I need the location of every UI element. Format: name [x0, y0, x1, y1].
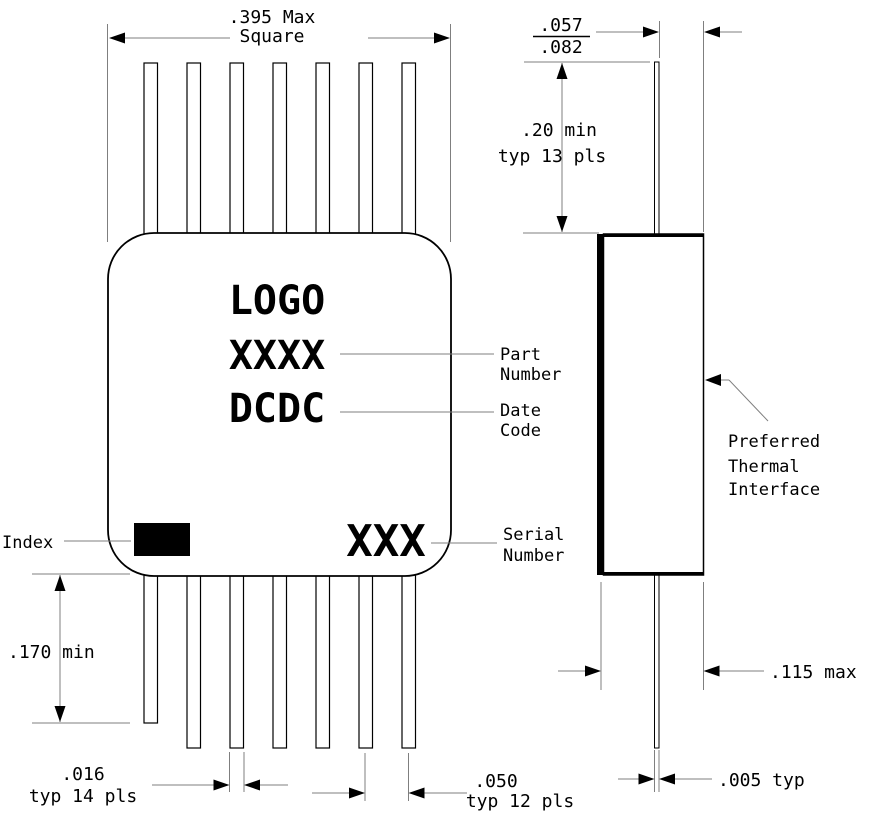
arrowhead-up-icon [556, 63, 568, 79]
dim-body-thickness: .115 max [558, 582, 857, 690]
label-thermal-interface: Preferred Thermal Interface [705, 374, 820, 500]
label-part-number: Part Number [340, 345, 561, 385]
lead [229, 62, 245, 236]
thermal-interface-label-line1: Preferred [728, 432, 820, 452]
dim-lead-to-face: .057 .082 [533, 15, 742, 232]
side-body-left-face [597, 234, 604, 575]
dim-lead-pitch: .050 typ 12 pls [312, 753, 574, 812]
dim-body-square: .395 Max Square [107, 7, 451, 242]
lead [143, 62, 159, 236]
dim-lead-pitch-value: .050 [474, 771, 517, 792]
dim-lead-thickness: .005 typ [618, 750, 805, 792]
side-view [597, 61, 705, 749]
label-serial-number: Serial Number [431, 525, 564, 566]
dim-lead-length-value: .20 min [521, 120, 597, 141]
dim-index-lead-length: .170 min [8, 573, 130, 724]
dim-lead-length: .20 min typ 13 pls [498, 61, 650, 234]
date-code-label-line1: Date [500, 401, 541, 421]
arrowhead-right-icon [643, 26, 659, 38]
date-code-label-line2: Code [500, 421, 541, 441]
label-date-code: Date Code [340, 401, 541, 441]
dim-lead-length-qualifier: typ 13 pls [498, 146, 606, 167]
dim-index-lead-length-value: .170 min [8, 642, 95, 663]
part-number-label-line2: Number [500, 365, 561, 385]
lead [315, 62, 331, 236]
lead [229, 574, 245, 749]
arrowhead-up-icon [54, 575, 66, 591]
arrowhead-left-icon [705, 374, 721, 386]
arrowhead-down-icon [54, 706, 66, 722]
lead [401, 574, 417, 749]
leader-line [728, 379, 769, 422]
index-mark [134, 523, 190, 556]
lead [272, 574, 288, 749]
arrowhead-left-icon [659, 773, 675, 785]
arrowhead-left-icon [408, 787, 425, 799]
index-lead [143, 574, 159, 724]
dim-body-square-qualifier: Square [239, 26, 304, 47]
bottom-leads [143, 574, 417, 749]
lead [186, 574, 202, 749]
arrowhead-right-icon [213, 779, 230, 791]
arrowhead-right-icon [349, 787, 365, 799]
thermal-interface-label-line3: Interface [728, 480, 820, 500]
serial-number-label-line1: Serial [503, 525, 564, 545]
lead [272, 62, 288, 236]
package-body [107, 232, 452, 577]
lead [186, 62, 202, 236]
lead-edge-bottom [654, 574, 660, 749]
lead-edge-top [654, 61, 660, 235]
index-label: Index [2, 533, 53, 553]
arrowhead-left-icon [244, 779, 260, 791]
dim-body-square-value: .395 Max [229, 7, 316, 28]
thermal-interface-label-line2: Thermal [728, 457, 800, 477]
side-body [602, 233, 705, 576]
arrowhead-right-icon [638, 773, 655, 785]
dim-lead-pitch-qualifier: typ 12 pls [466, 791, 574, 812]
top-leads [143, 62, 417, 236]
arrowhead-left-icon [703, 665, 720, 677]
front-view: LOGO XXXX DCDC XXX [107, 62, 452, 749]
arrowhead-right-icon [434, 32, 450, 44]
marking-date-code: DCDC [229, 386, 325, 432]
dim-lead-to-face-denominator: .082 [539, 37, 582, 58]
marking-serial-number: XXX [346, 516, 425, 567]
marking-part-number: XXXX [229, 333, 325, 379]
dim-lead-thickness-value: .005 typ [718, 770, 805, 791]
lead [358, 62, 374, 236]
arrowhead-down-icon [556, 216, 568, 232]
lead [401, 62, 417, 236]
marking-logo: LOGO [229, 278, 325, 324]
part-number-label-line1: Part [500, 345, 541, 365]
arrowhead-right-icon [585, 665, 601, 677]
lead [315, 574, 331, 749]
lead [358, 574, 374, 749]
arrowhead-left-icon [704, 26, 720, 38]
dim-lead-width-value: .016 [61, 764, 104, 785]
label-index: Index [2, 533, 131, 553]
dim-body-thickness-value: .115 max [770, 662, 857, 683]
dim-lead-width: .016 typ 14 pls [29, 752, 288, 807]
dim-lead-to-face-numerator: .057 [539, 15, 582, 36]
serial-number-label-line2: Number [503, 546, 564, 566]
arrowhead-left-icon [109, 32, 125, 44]
dim-lead-width-qualifier: typ 14 pls [29, 786, 137, 807]
